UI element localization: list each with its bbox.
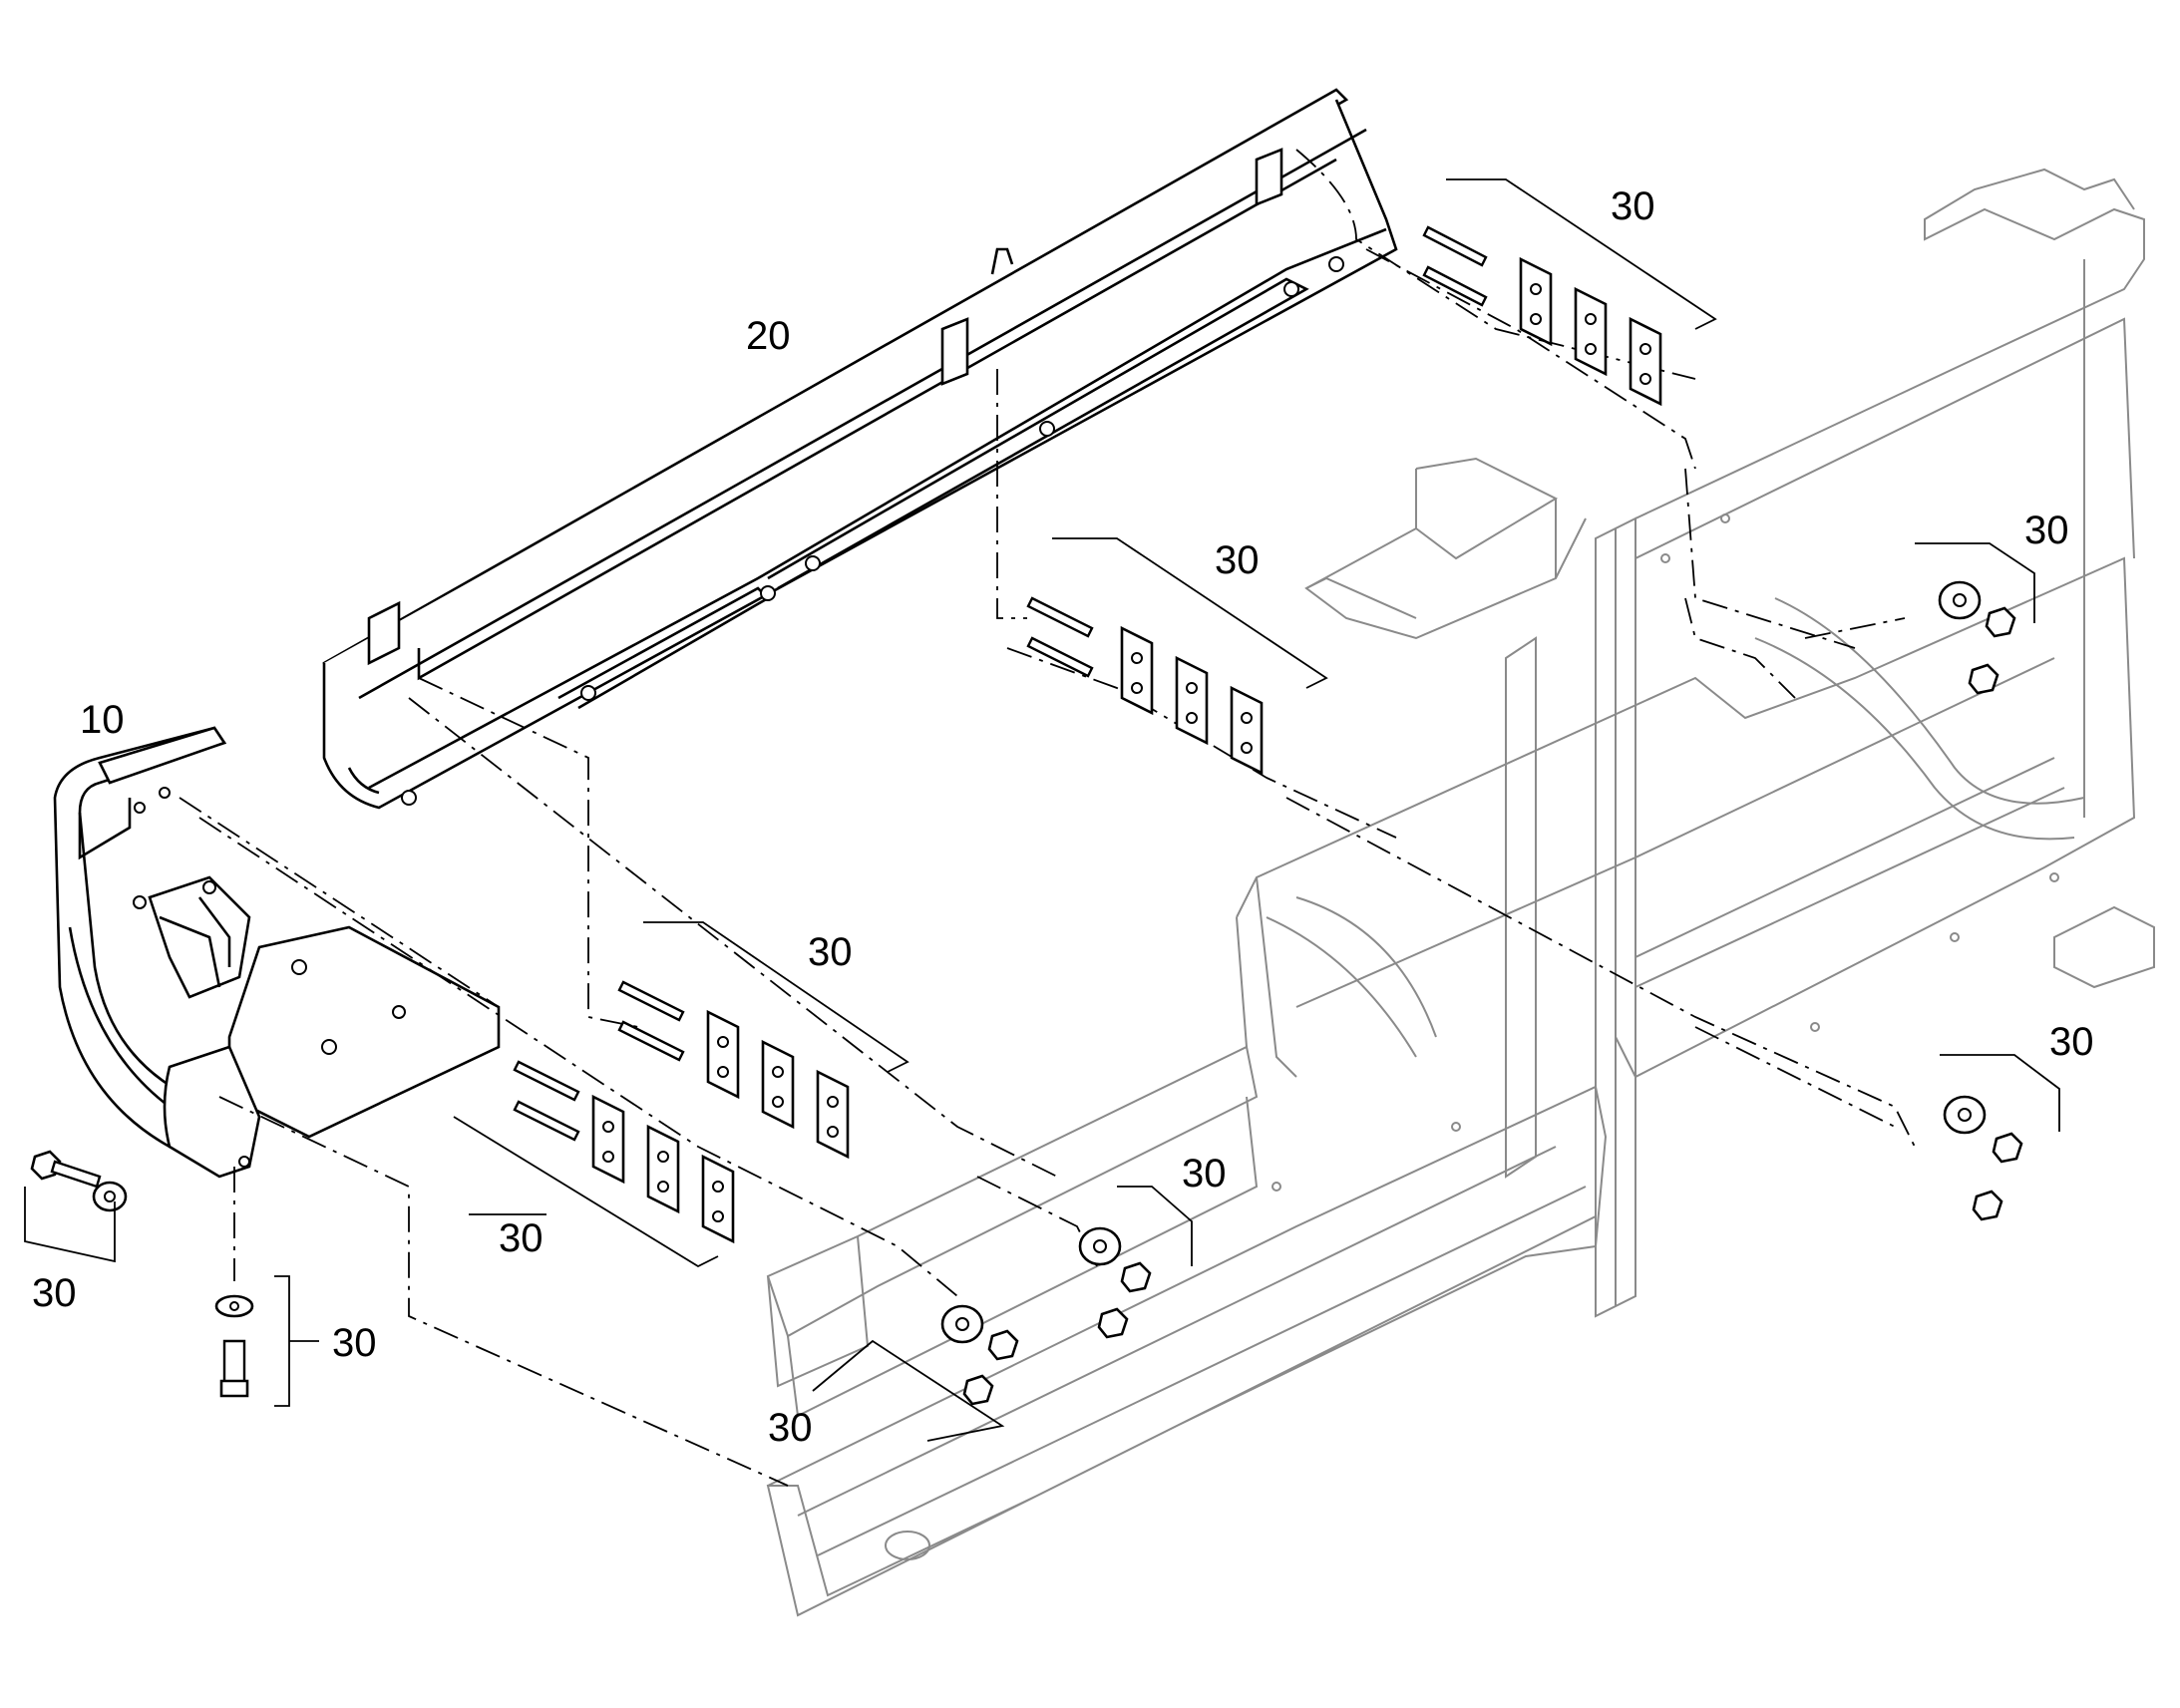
washer-nut-set-center xyxy=(1078,1186,1193,1339)
callout-30-center: 30 xyxy=(808,930,853,974)
fastener-set-middle xyxy=(1026,537,1328,776)
corner-cover-part-10 xyxy=(53,726,501,1179)
callout-20: 20 xyxy=(746,314,791,358)
beam-part-20 xyxy=(322,88,1398,810)
washer-nut-set-right-lower xyxy=(1940,1054,2060,1221)
callout-10: 10 xyxy=(80,698,125,742)
callout-30-bottom-left: 30 xyxy=(332,1321,377,1365)
callout-30-middle: 30 xyxy=(1215,538,1260,582)
callout-30-right-upper: 30 xyxy=(2024,509,2069,552)
fastener-set-lower-left xyxy=(453,1060,735,1268)
assembly-lines xyxy=(179,149,1916,1487)
callout-30-lower-left: 30 xyxy=(499,1216,544,1260)
callout-30-left: 30 xyxy=(32,1271,77,1315)
callout-30-top: 30 xyxy=(1611,184,1655,228)
washer-nut-set-lower xyxy=(812,1304,1019,1442)
fastener-set-center xyxy=(617,921,909,1160)
callout-30-right-lower: 30 xyxy=(2049,1020,2094,1064)
callout-labels: 10 20 30 30 30 30 30 30 30 30 30 30 xyxy=(32,184,2094,1450)
bolt-washer-set-left xyxy=(24,1150,128,1263)
washer-nut-set-right-upper xyxy=(1915,542,2035,695)
callout-30-bottom: 30 xyxy=(768,1406,813,1450)
fastener-set-top xyxy=(1422,178,1717,407)
bolt-washer-set-bottom xyxy=(214,1275,319,1407)
chassis-frame xyxy=(766,168,2155,1617)
callout-30-washers: 30 xyxy=(1182,1152,1227,1196)
